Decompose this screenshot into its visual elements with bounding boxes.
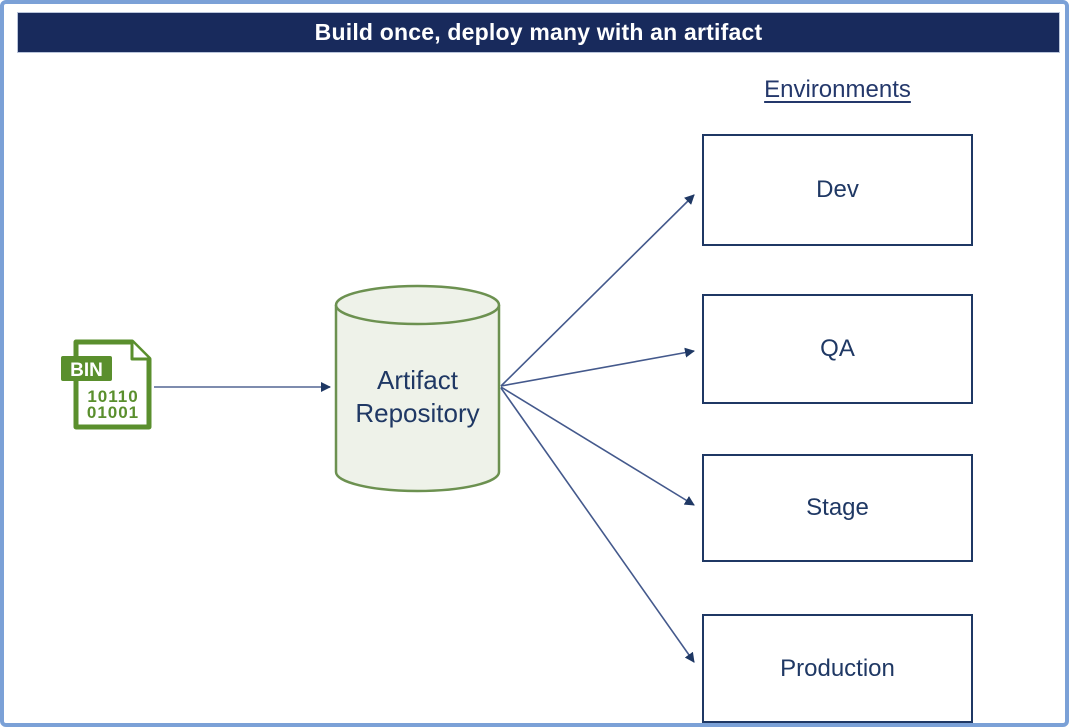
environment-label-qa: QA [820, 335, 855, 362]
title-bar: Build once, deploy many with an artifact [17, 12, 1060, 53]
arrow-repository-to-stage [500, 386, 695, 506]
environment-box-stage: Stage [702, 454, 973, 562]
arrow-repository-to-qa [500, 347, 695, 387]
artifact-repository-label: Artifact Repository [336, 364, 499, 430]
bin-file-icon: BIN 10110 01001 [61, 339, 152, 430]
environment-label-production: Production [780, 654, 895, 682]
environment-box-qa: QA [702, 294, 973, 404]
environment-box-dev: Dev [702, 134, 973, 246]
environments-heading: Environments [764, 76, 911, 103]
environment-label-stage: Stage [806, 494, 869, 521]
arrow-repository-to-production [500, 387, 695, 663]
bin-binary-line-2: 01001 [87, 403, 139, 422]
bin-binary-line-1: 10110 [87, 387, 138, 406]
bin-badge-label: BIN [70, 360, 103, 381]
diagram-title: Build once, deploy many with an artifact [314, 19, 763, 45]
environment-label-dev: Dev [816, 176, 859, 203]
arrow-repository-to-dev [500, 194, 695, 387]
artifact-repository-label-line2: Repository [355, 398, 480, 428]
environment-box-production: Production [702, 614, 973, 723]
artifact-repository-label-line1: Artifact [377, 365, 458, 395]
